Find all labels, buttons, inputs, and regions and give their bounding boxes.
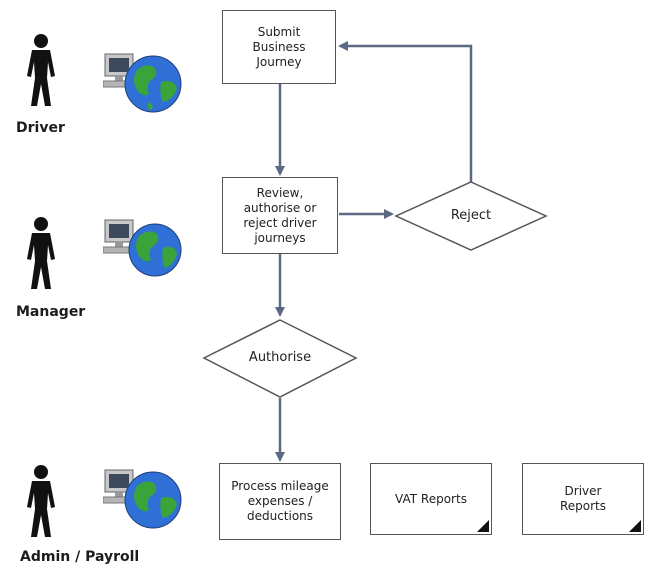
- report-box-driver-reports: Driver Reports: [522, 463, 644, 535]
- driver-person-icon: [27, 34, 55, 106]
- process-box-process-mileage: Process mileage expenses / deductions: [219, 463, 341, 540]
- driver-computer-globe-icon: [103, 53, 182, 113]
- driver-reports-label: Driver Reports: [559, 484, 607, 513]
- manager-person-icon: [27, 217, 55, 289]
- decision-authorise-diamond: [202, 319, 358, 398]
- manager-computer-globe-icon: [103, 219, 182, 277]
- admin-payroll-person-icon: [27, 465, 55, 537]
- actor-label-admin-payroll: Admin / Payroll: [20, 549, 140, 565]
- actor-label-manager: Manager: [16, 304, 86, 320]
- arrow-reject-to-submit: [338, 41, 473, 182]
- report-corner-marker: [477, 520, 489, 532]
- actor-label-driver: Driver: [16, 120, 65, 136]
- process-box-review-authorise-reject: Review, authorise or reject driver journ…: [222, 177, 338, 254]
- decision-label-reject: Reject: [450, 208, 492, 223]
- process-box-submit-business-journey: Submit Business Journey: [222, 10, 336, 84]
- decision-label-authorise: Authorise: [248, 350, 312, 365]
- decision-reject-diamond: [394, 181, 548, 251]
- report-corner-marker: [629, 520, 641, 532]
- report-box-vat-reports: VAT Reports: [370, 463, 492, 535]
- admin-payroll-computer-globe-icon: [103, 469, 182, 529]
- vat-reports-label: VAT Reports: [395, 491, 467, 506]
